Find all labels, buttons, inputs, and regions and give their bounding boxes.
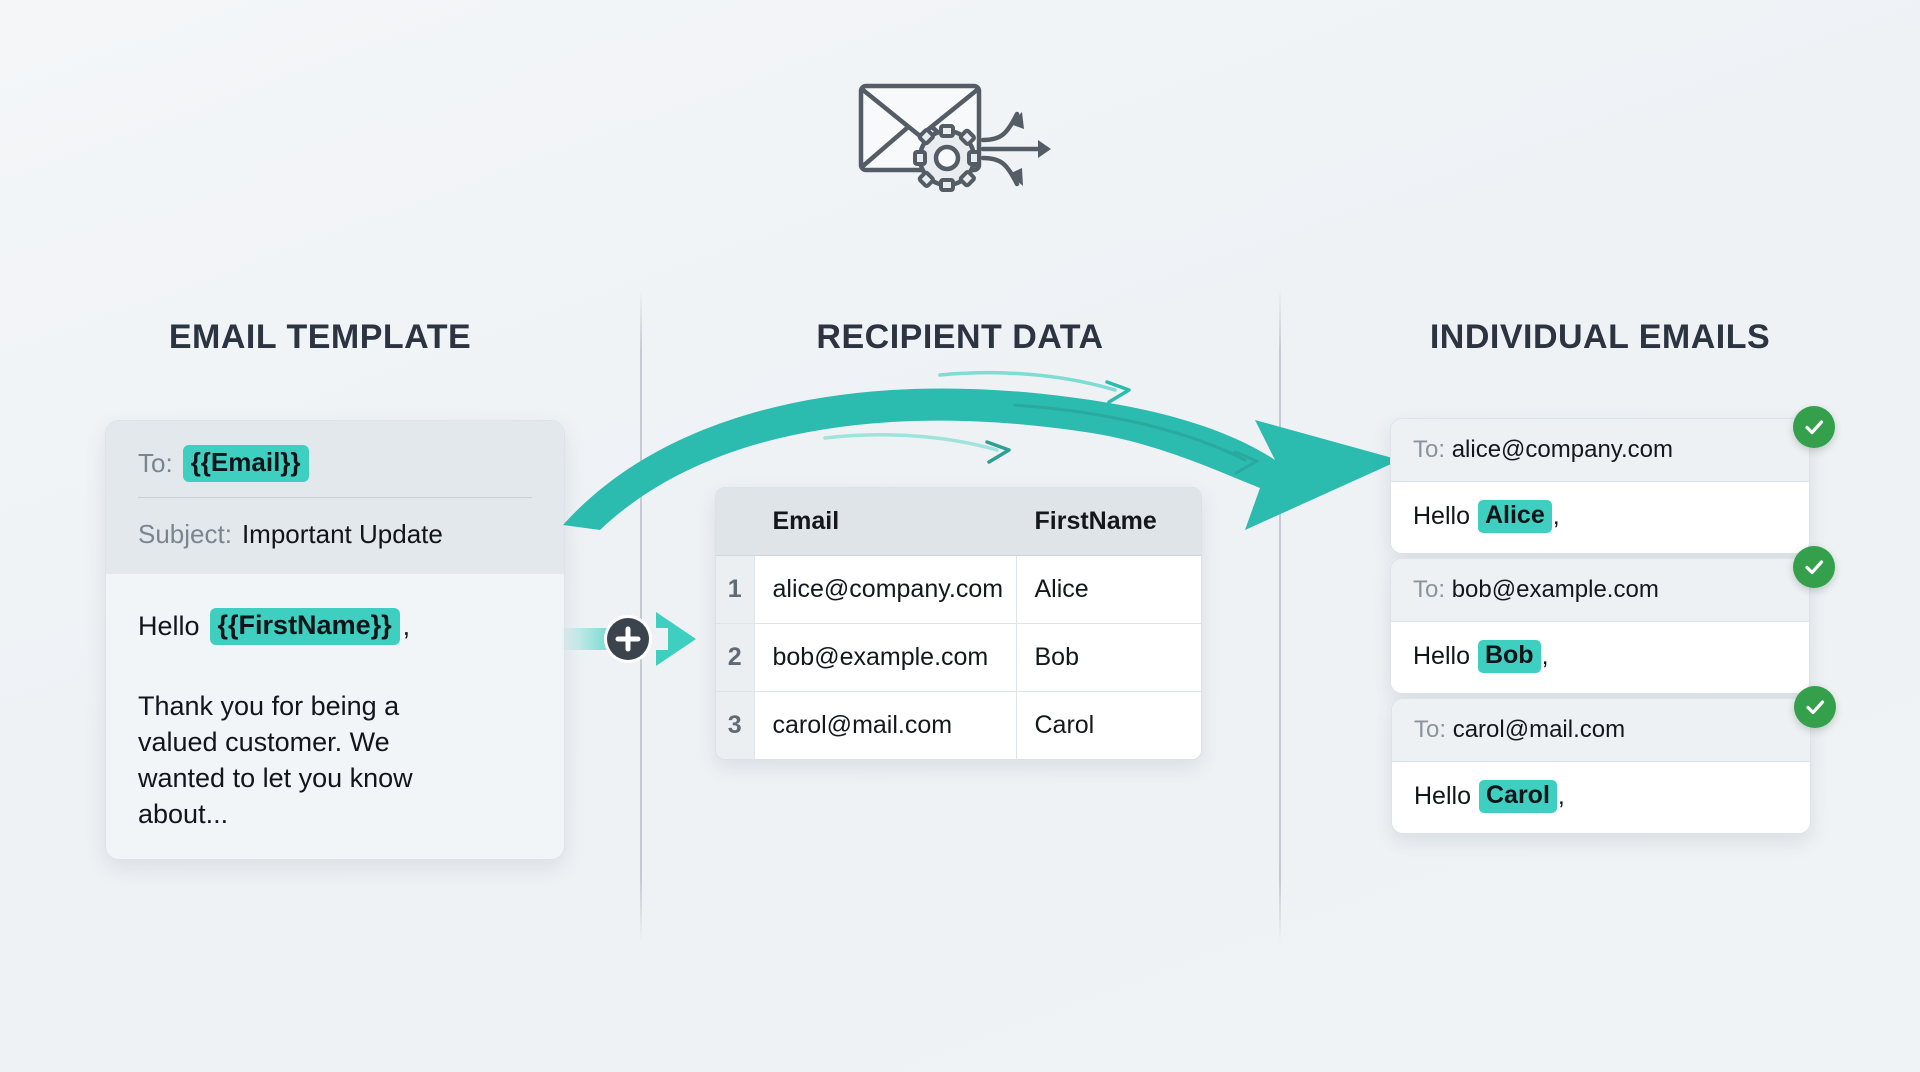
email-template-body: Hello {{FirstName}} , Thank you for bein… [106,574,564,859]
table-row[interactable]: 1 alice@company.com Alice [716,555,1201,624]
flow-speed-line-top [938,370,1117,392]
cell-email[interactable]: alice@company.com [754,555,1017,624]
template-greeting-prefix: Hello [138,611,200,641]
email-to-row: To: bob@example.com [1391,559,1809,622]
email-template-header: To: {{Email}} Subject: Important Update [106,421,564,574]
merged-name-value: Alice [1477,500,1552,533]
table-row[interactable]: 2 bob@example.com Bob [716,623,1201,692]
plus-icon [615,626,641,652]
merge-field-email[interactable]: {{Email}} [182,444,309,482]
section-title-individual-emails: INDIVIDUAL EMAILS [1429,318,1771,356]
email-body-row: Hello Carol , [1392,762,1810,833]
merge-connector [560,612,696,666]
merged-name-value: Bob [1477,640,1541,673]
email-to-label: To: [1413,436,1446,463]
template-subject-row: Subject: Important Update [138,514,532,554]
template-greeting-line: Hello {{FirstName}} , [138,608,532,645]
email-to-label: To: [1414,716,1447,743]
section-title-email-template: EMAIL TEMPLATE [168,318,472,356]
template-to-label: To: [138,447,173,478]
cell-firstname[interactable]: Carol [1016,691,1201,759]
table-col-firstname[interactable]: FirstName [1016,488,1201,556]
flow-inner-line [1013,403,1247,462]
check-icon [1805,560,1824,575]
column-divider-left [640,288,642,943]
template-to-row: To: {{Email}} [138,443,532,483]
template-subject-label: Subject: [138,518,232,549]
template-subject-value: Important Update [241,518,443,549]
email-template-card[interactable]: To: {{Email}} Subject: Important Update … [105,420,565,860]
individual-email-card[interactable]: To: bob@example.com Hello Bob , [1390,558,1810,694]
email-body-row: Hello Bob , [1391,622,1809,693]
merged-name-value: Carol [1478,780,1557,813]
email-greeting-suffix: , [1541,642,1549,670]
status-badge-sent [1794,686,1836,728]
flow-inner-arrow [1233,450,1259,475]
email-to-value: carol@mail.com [1452,716,1626,743]
check-icon [1805,420,1824,435]
individual-email-card[interactable]: To: alice@company.com Hello Alice , [1390,418,1810,554]
template-header-divider [138,497,532,498]
cell-email[interactable]: bob@example.com [754,623,1017,692]
email-greeting-suffix: , [1557,782,1565,810]
email-greeting-prefix: Hello [1413,642,1470,670]
email-body-row: Hello Alice , [1391,482,1809,553]
cell-firstname[interactable]: Alice [1016,555,1201,624]
section-title-recipient-data: RECIPIENT DATA [816,318,1104,356]
cell-email[interactable]: carol@mail.com [754,691,1017,759]
email-greeting-prefix: Hello [1414,782,1471,810]
table-col-rownum [716,488,755,556]
row-number: 1 [716,555,755,624]
email-greeting-suffix: , [1552,502,1560,530]
recipient-data-table[interactable]: Email FirstName 1 alice@company.com Alic… [715,487,1202,760]
email-to-value: alice@company.com [1451,436,1674,463]
envelope-gear-distribute-icon [858,83,1051,192]
merge-field-firstname[interactable]: {{FirstName}} [209,608,400,645]
flow-speed-arrow-mid [985,440,1011,464]
email-to-row: To: alice@company.com [1391,419,1809,482]
template-greeting-suffix: , [402,611,411,641]
check-icon [1806,700,1825,715]
flow-speed-arrow-top [1105,380,1131,404]
column-divider-right [1279,288,1281,943]
email-to-row: To: carol@mail.com [1392,699,1810,762]
arrow-right-icon [656,612,696,666]
email-to-label: To: [1413,576,1446,603]
row-number: 2 [716,623,755,692]
row-number: 3 [716,691,755,759]
template-body-paragraph: Thank you for being a valued customer. W… [138,691,413,829]
status-badge-sent [1793,546,1835,588]
status-badge-sent [1793,406,1835,448]
table-row[interactable]: 3 carol@mail.com Carol [716,691,1201,759]
flow-speed-line-mid [823,433,999,452]
email-to-value: bob@example.com [1451,576,1659,603]
table-col-email[interactable]: Email [754,488,1017,556]
cell-firstname[interactable]: Bob [1016,623,1201,692]
individual-email-card[interactable]: To: carol@mail.com Hello Carol , [1391,698,1811,834]
table-header-row: Email FirstName [716,488,1201,556]
email-greeting-prefix: Hello [1413,502,1470,530]
